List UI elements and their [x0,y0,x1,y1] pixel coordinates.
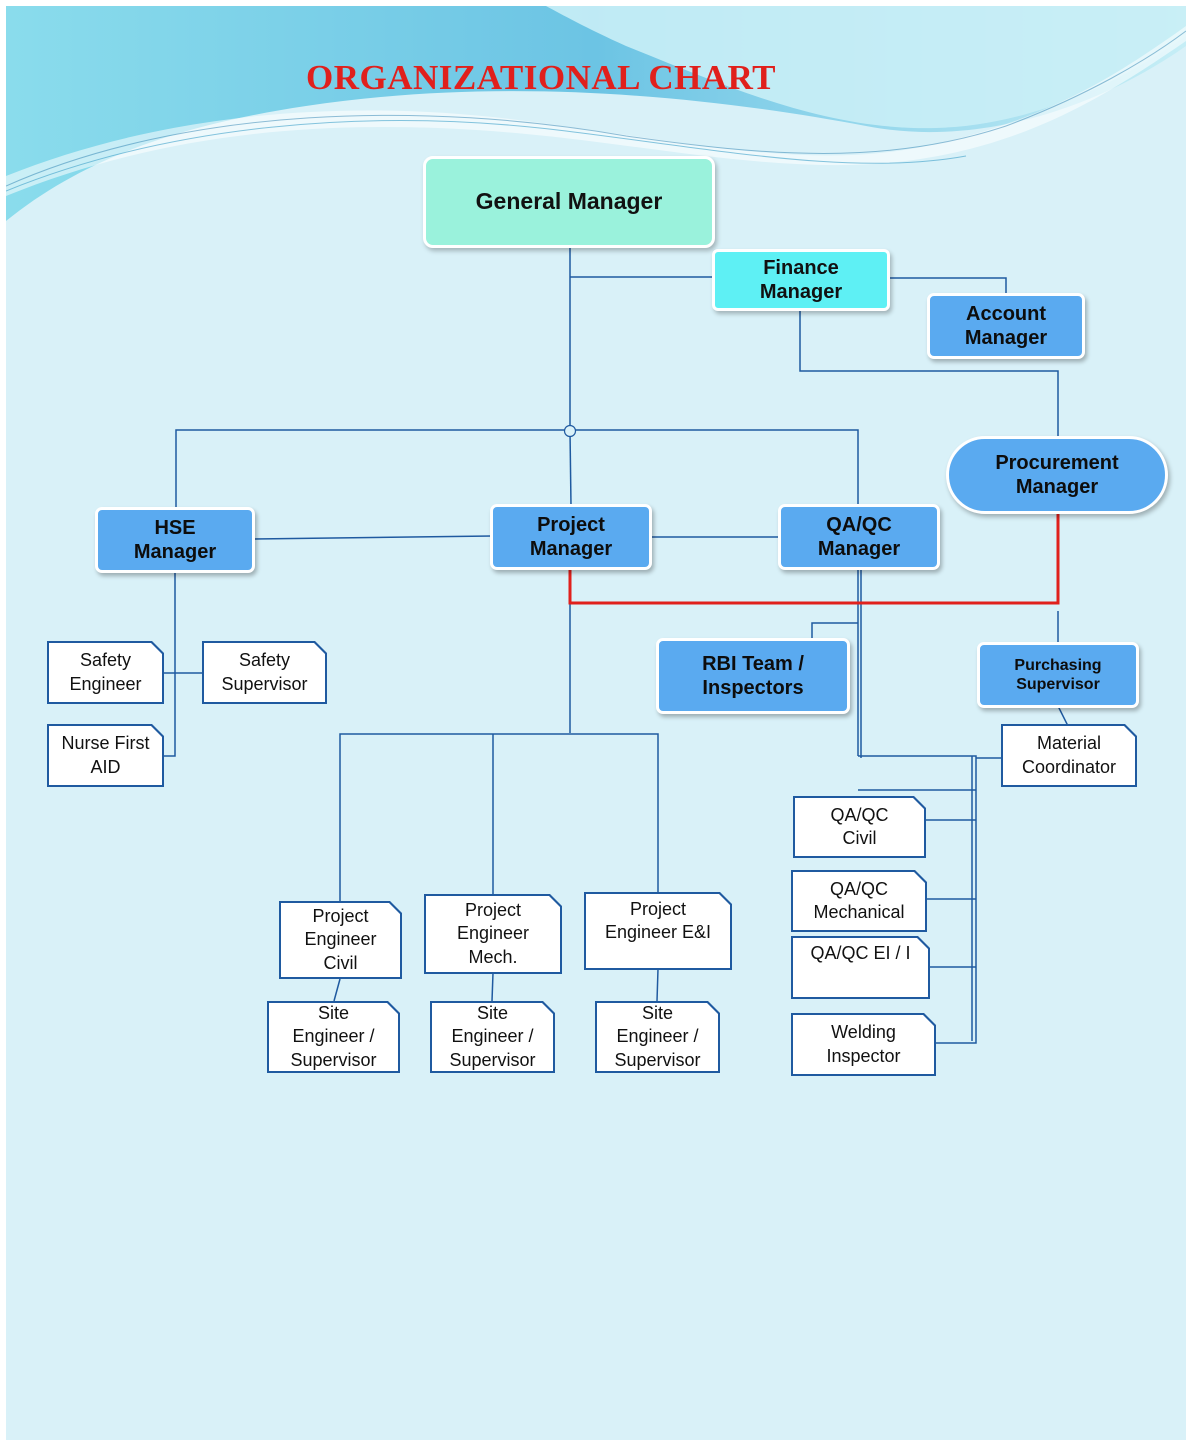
project-manager-label: Project Manager [529,514,613,560]
site-engineer-mech-node[interactable]: Site Engineer / Supervisor [430,1001,555,1073]
hse-manager-node[interactable]: HSE Manager [95,507,255,573]
site-engineer-civil-node[interactable]: Site Engineer / Supervisor [267,1001,400,1073]
site-engineer-civil-label: Site Engineer / Supervisor [290,1002,377,1070]
purchasing-supervisor-node[interactable]: Purchasing Supervisor [977,642,1139,708]
page: ORGANIZATIONAL CHART [6,6,1186,1440]
finance-manager-node[interactable]: Finance Manager [712,249,890,311]
project-manager-node[interactable]: Project Manager [490,504,652,570]
project-engineer-civil-label: Project Engineer Civil [304,905,377,973]
site-engineer-ei-node[interactable]: Site Engineer / Supervisor [595,1001,720,1073]
project-engineer-ei-label: Project Engineer E&I [604,899,712,943]
qaqc-mechanical-label: QA/QC Mechanical [813,878,905,922]
wave-header-decoration [6,6,1186,221]
material-coordinator-node[interactable]: Material Coordinator [1001,724,1137,787]
qaqc-mechanical-node[interactable]: QA/QC Mechanical [791,870,927,932]
nurse-first-aid-label: Nurse First AID [61,733,150,777]
rbi-team-label: RBI Team / Inspectors [702,653,804,699]
account-manager-node[interactable]: Account Manager [927,293,1085,359]
general-manager-label: General Manager [475,188,663,215]
purchasing-supervisor-label: Purchasing Supervisor [1014,656,1102,693]
project-engineer-ei-node[interactable]: Project Engineer E&I [584,892,732,970]
safety-engineer-node[interactable]: Safety Engineer [47,641,164,704]
general-manager-node[interactable]: General Manager [423,156,715,248]
safety-supervisor-label: Safety Supervisor [221,650,308,694]
material-coordinator-label: Material Coordinator [1021,733,1117,777]
welding-inspector-node[interactable]: Welding Inspector [791,1013,936,1076]
procurement-manager-node[interactable]: Procurement Manager [946,436,1168,514]
welding-inspector-label: Welding Inspector [826,1022,901,1066]
procurement-manager-label: Procurement Manager [995,452,1119,498]
qaqc-manager-node[interactable]: QA/QC Manager [778,504,940,570]
hse-manager-label: HSE Manager [133,517,217,563]
nurse-first-aid-node[interactable]: Nurse First AID [47,724,164,787]
project-engineer-mech-node[interactable]: Project Engineer Mech. [424,894,562,974]
project-engineer-mech-label: Project Engineer Mech. [456,899,530,967]
safety-supervisor-node[interactable]: Safety Supervisor [202,641,327,704]
project-engineer-civil-node[interactable]: Project Engineer Civil [279,901,402,979]
safety-engineer-label: Safety Engineer [69,650,142,694]
finance-manager-label: Finance Manager [759,257,843,303]
qaqc-civil-label: QA/QC Civil [830,804,889,848]
site-engineer-mech-label: Site Engineer / Supervisor [449,1002,536,1070]
site-engineer-ei-label: Site Engineer / Supervisor [614,1002,701,1070]
account-manager-label: Account Manager [964,303,1048,349]
qaqc-ei-label: QA/QC EI / I [810,943,911,963]
connector-lines [163,246,1069,1044]
qaqc-ei-node[interactable]: QA/QC EI / I [791,936,930,999]
page-title: ORGANIZATIONAL CHART [306,58,776,97]
qaqc-civil-node[interactable]: QA/QC Civil [793,796,926,858]
qaqc-manager-label: QA/QC Manager [817,514,901,560]
rbi-team-node[interactable]: RBI Team / Inspectors [656,638,850,714]
